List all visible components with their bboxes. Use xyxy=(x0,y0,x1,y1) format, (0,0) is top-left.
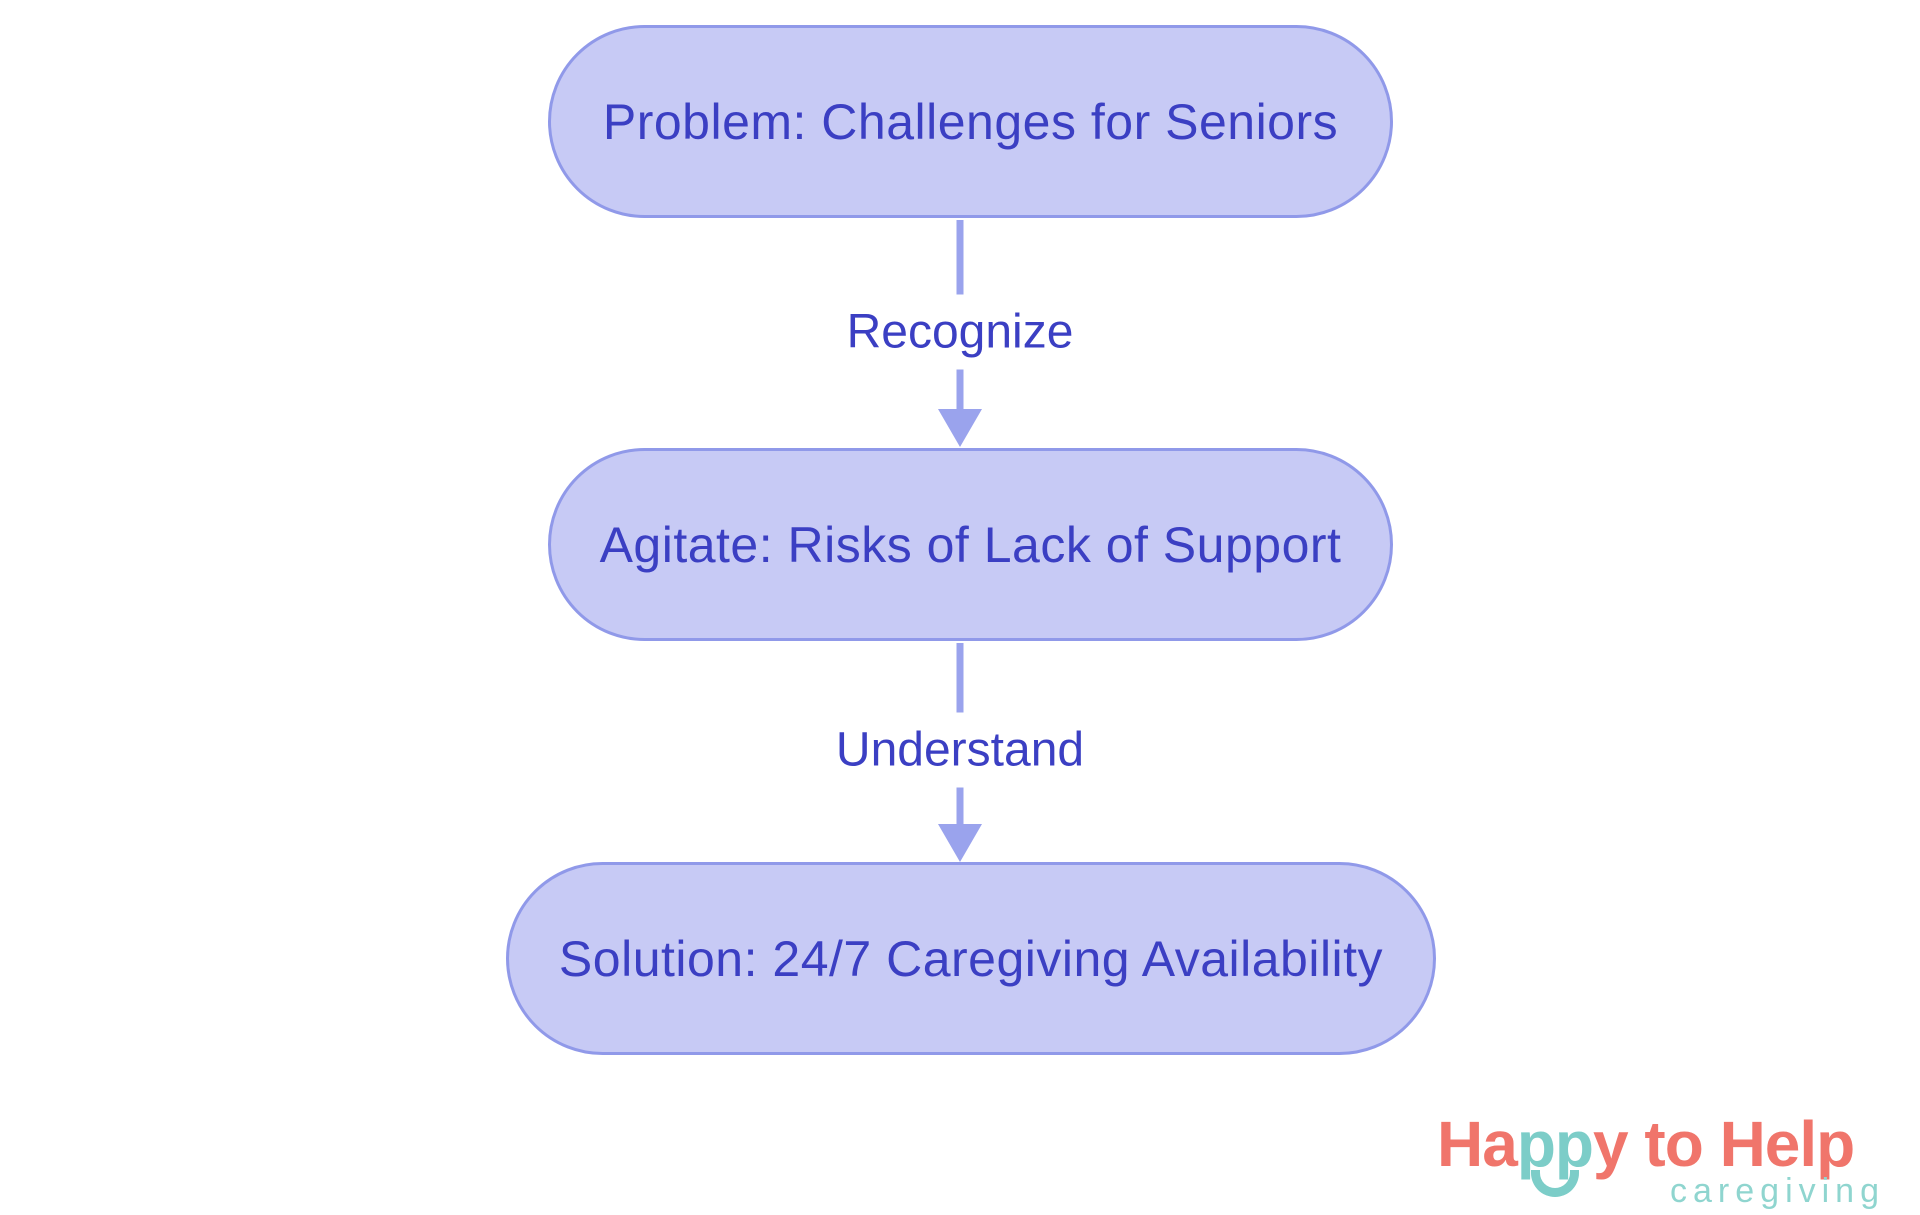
flow-node-solution: Solution: 24/7 Caregiving Availability xyxy=(506,862,1436,1055)
arrowhead-down-icon xyxy=(938,824,982,862)
logo-tagline: caregiving xyxy=(1670,1172,1885,1210)
logo-text-y-to-help: y to Help xyxy=(1593,1108,1855,1180)
arrowhead-down-icon xyxy=(938,409,982,447)
flow-node-problem-label: Problem: Challenges for Seniors xyxy=(602,93,1339,150)
logo-text-pp-letters: pp xyxy=(1516,1108,1594,1180)
edge-label-understand: Understand xyxy=(819,712,1101,788)
logo-text-ha: Ha xyxy=(1437,1108,1518,1180)
flow-node-agitate: Agitate: Risks of Lack of Support xyxy=(548,448,1393,641)
logo-text-pp: pp xyxy=(1517,1112,1594,1197)
flow-node-solution-label: Solution: 24/7 Caregiving Availability xyxy=(558,930,1384,987)
flow-node-agitate-label: Agitate: Risks of Lack of Support xyxy=(599,516,1342,573)
flow-node-problem: Problem: Challenges for Seniors xyxy=(548,25,1393,218)
smile-icon xyxy=(1530,1170,1579,1197)
edge-label-recognize: Recognize xyxy=(830,294,1090,370)
